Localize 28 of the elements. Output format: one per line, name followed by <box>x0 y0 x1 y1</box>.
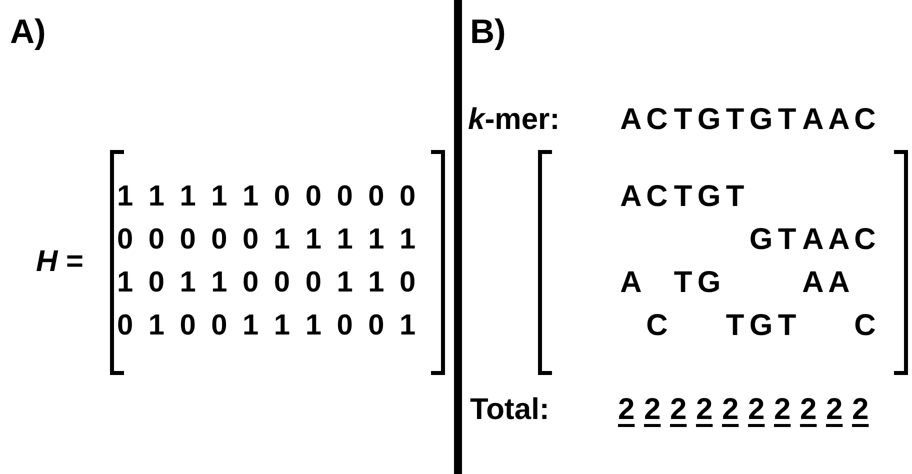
count-value: 2 <box>696 395 713 425</box>
count-value: 2 <box>774 395 791 425</box>
sequence-fragment: GTAAC <box>748 225 877 255</box>
sequence-fragment: TGT <box>724 311 798 341</box>
panel-label: A) <box>10 15 46 49</box>
sequence-fragment: C <box>853 311 877 341</box>
count-value: 2 <box>644 395 661 425</box>
equation-label: Total: <box>470 395 550 425</box>
count-value: 2 <box>670 395 687 425</box>
count-value: 2 <box>618 395 635 425</box>
count-value: 2 <box>800 395 817 425</box>
matrix-row: 1 1 1 1 1 0 0 0 0 0 <box>117 182 420 212</box>
count-value: 2 <box>748 395 765 425</box>
panel-label: B) <box>470 15 506 49</box>
sequence-fragment: AA <box>801 268 851 298</box>
equation-label: H = <box>36 247 84 277</box>
matrix-row: 1 0 1 1 0 0 0 1 1 0 <box>117 268 420 298</box>
count-value: 2 <box>852 395 869 425</box>
matrix-row: 0 0 0 0 0 1 1 1 1 1 <box>117 226 420 254</box>
matrix-row: 0 1 0 0 1 1 1 0 0 1 <box>117 312 420 340</box>
sequence-fragment: ACTGTGTAAC <box>619 105 877 135</box>
sequence-fragment: TG <box>672 268 722 298</box>
count-value: 2 <box>722 395 739 425</box>
sequence-fragment: ACTGT <box>619 182 746 212</box>
count-value: 2 <box>826 395 843 425</box>
sequence-fragment: A <box>619 268 643 298</box>
sequence-fragment: C <box>645 311 669 341</box>
equation-label: k-mer: <box>468 105 560 135</box>
